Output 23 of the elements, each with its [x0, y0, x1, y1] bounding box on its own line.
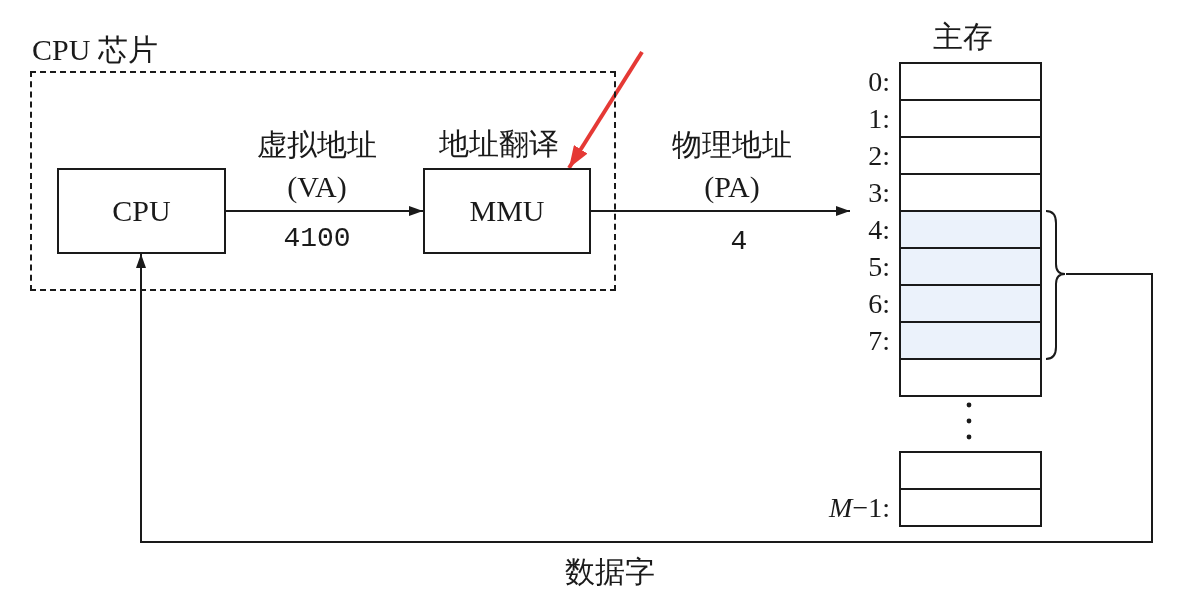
- arrow: [136, 253, 1153, 543]
- box-heading: 地址翻译: [439, 126, 559, 162]
- edge-label: 数据字: [565, 554, 655, 590]
- address-label: 6:: [868, 289, 890, 318]
- edge-label: 虚拟地址 (VA): [256, 127, 378, 205]
- component-box: CPU: [57, 168, 226, 254]
- address-label: 2:: [868, 141, 890, 170]
- arrow: [590, 206, 851, 216]
- address-label: M−1:: [829, 493, 890, 522]
- address-label: 4:: [868, 215, 890, 244]
- address-label: 0:: [868, 67, 890, 96]
- component-box: MMU: [423, 168, 591, 254]
- address-label: 1:: [868, 104, 890, 133]
- memory-title: 主存: [933, 19, 993, 55]
- arrow: [567, 50, 644, 170]
- address-value: 4100: [283, 222, 351, 256]
- address-label: 7:: [868, 326, 890, 355]
- address-value: 4: [730, 225, 748, 259]
- arrow: [225, 206, 424, 216]
- address-label: 5:: [868, 252, 890, 281]
- edge-label: 物理地址 (PA): [671, 127, 793, 205]
- chip-label: CPU 芯片: [32, 32, 158, 68]
- address-label: 3:: [868, 178, 890, 207]
